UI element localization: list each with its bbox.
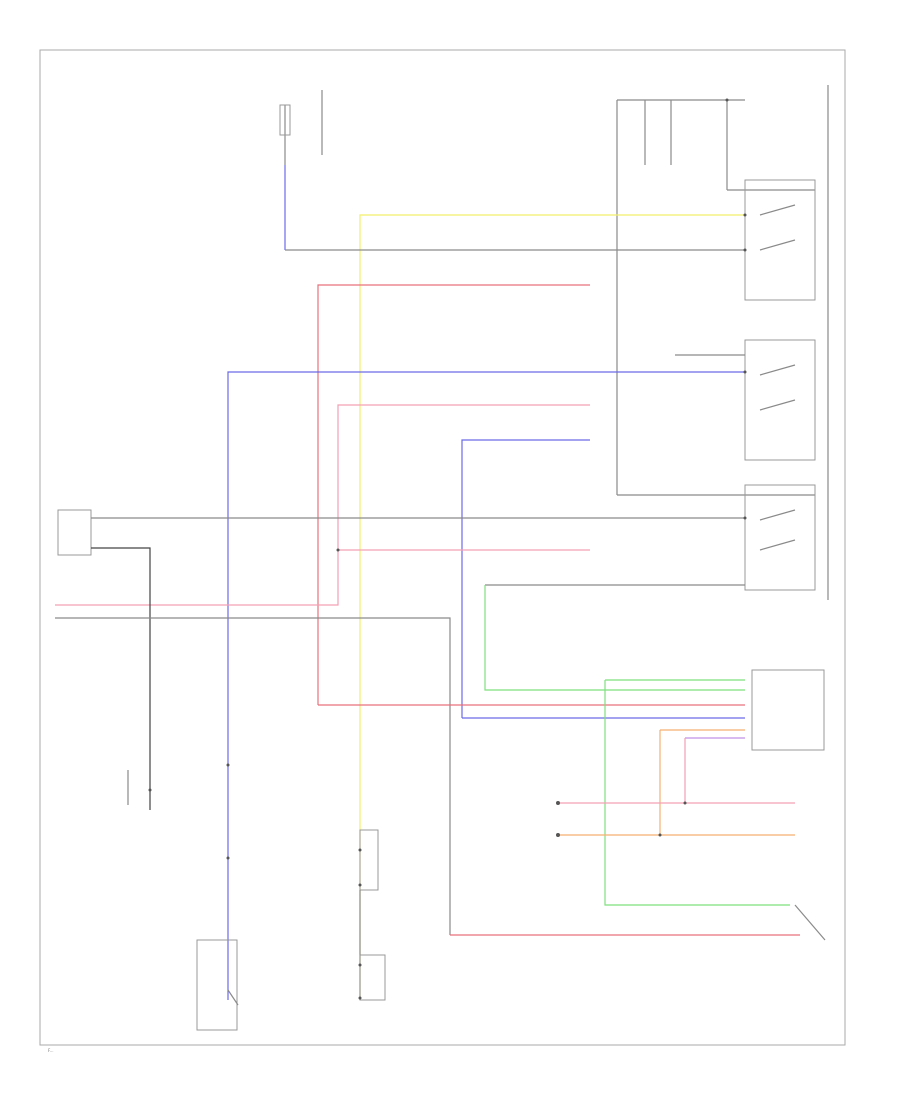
right-module: [318, 669, 826, 941]
switch-assembly-middle: [744, 339, 816, 461]
top-fuse-block: [279, 90, 323, 250]
upper-harness: [55, 214, 745, 1000]
switch-assembly-lower: [744, 484, 816, 591]
diagram-frame: [39, 49, 846, 1046]
relay-block-bottom: [359, 829, 386, 1001]
top-right-fuse-block: [616, 85, 829, 600]
connector-dots: [148, 98, 747, 1000]
blue-switch-bottom: [196, 939, 239, 1031]
left-sensor: [55, 509, 800, 936]
switch-assembly-upper: [744, 179, 816, 301]
page-label: F...: [48, 1048, 53, 1053]
ground-switch-left: [127, 760, 151, 810]
